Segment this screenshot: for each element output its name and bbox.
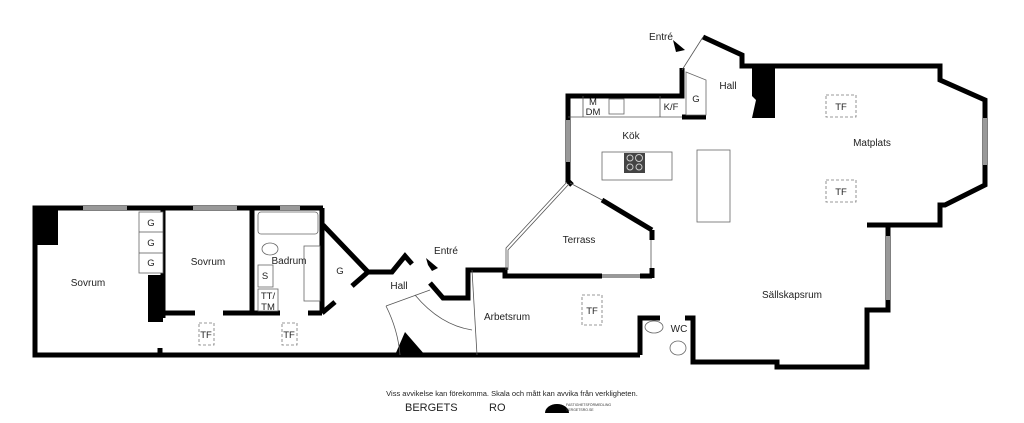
room-label-sovrum: Sovrum: [191, 257, 225, 268]
room-label-kok: Kök: [622, 131, 640, 142]
solid-blocks: [35, 66, 775, 355]
closet-label: G: [336, 266, 343, 277]
tf-label: TF: [200, 330, 212, 341]
logo-bergets: BERGETS: [405, 402, 458, 414]
shower-label: S: [262, 271, 268, 282]
fridge-freezer-label: K/F: [664, 102, 679, 113]
dishwasher-label: DM: [586, 107, 601, 118]
tf-label: TF: [283, 330, 295, 341]
room-label-terrass: Terrass: [563, 235, 596, 246]
agency-logo-icon: [545, 404, 569, 413]
closet-label: G: [692, 94, 699, 105]
room-label-sallskapsrum: Sällskapsrum: [762, 290, 822, 301]
closet-label: G: [147, 258, 154, 269]
room-label-matplats: Matplats: [853, 138, 891, 149]
room-label-wc: WC: [671, 324, 688, 335]
tf-label: TF: [835, 187, 847, 198]
room-label-hall: Hall: [719, 81, 736, 92]
tf-markers: [198, 94, 857, 346]
dryer-label: TM: [261, 302, 275, 313]
entrance-label: Entré: [649, 32, 673, 43]
tf-label: TF: [586, 306, 598, 317]
logo-ro: RO: [489, 402, 506, 414]
room-label-sovrum: Sovrum: [71, 278, 105, 289]
walls: [32, 34, 988, 370]
room-label-badrum: Badrum: [271, 256, 306, 267]
room-label-hall: Hall: [390, 281, 407, 292]
entrance-label: Entré: [434, 246, 458, 257]
windows: [83, 118, 987, 300]
disclaimer: Viss avvikelse kan förekomma. Skala och …: [386, 389, 638, 398]
room-label-arbetsrum: Arbetsrum: [484, 312, 530, 323]
closet-label: G: [147, 238, 154, 249]
agency-url: BERGETSRO.SE: [566, 408, 594, 412]
entrance-arrows: [426, 40, 685, 271]
closet-label: G: [147, 218, 154, 229]
tf-label: TF: [835, 102, 847, 113]
agency-name: FASTIGHETSFÖRMEDLING: [566, 403, 611, 407]
washer-label: TT/: [261, 291, 276, 302]
microwave-label: M: [589, 97, 597, 108]
thin-lines: [138, 36, 731, 356]
